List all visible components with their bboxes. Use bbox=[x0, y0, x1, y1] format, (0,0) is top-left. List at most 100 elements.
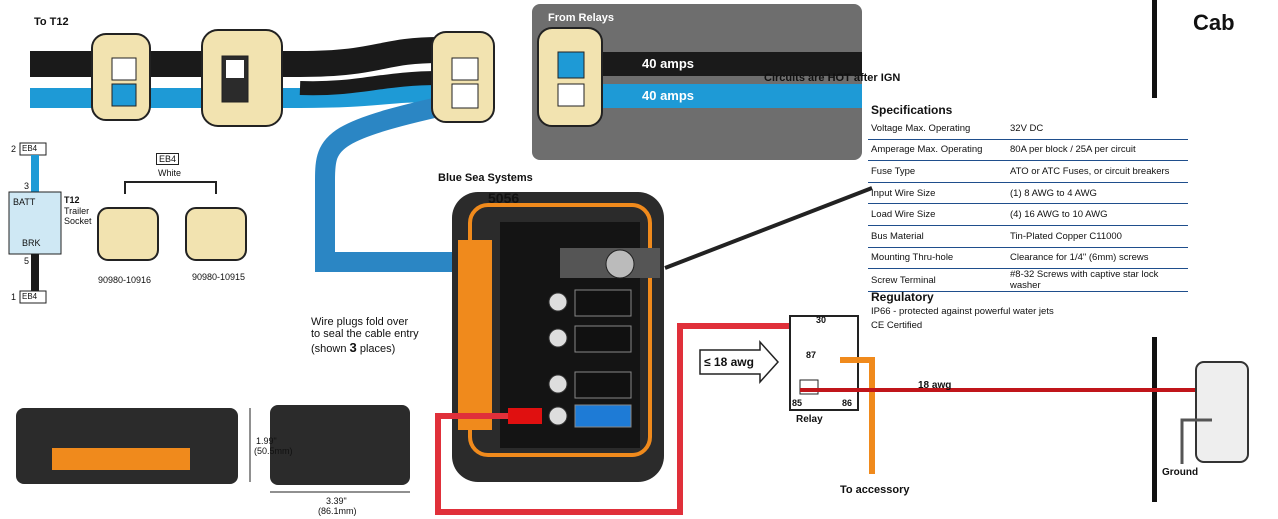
spec-pointer-line bbox=[664, 186, 873, 270]
wire-plugs-line3: (shown 3 places) bbox=[311, 340, 395, 355]
brand-label: Blue Sea Systems bbox=[438, 172, 533, 184]
awg-arrow bbox=[699, 340, 780, 384]
connector-2 bbox=[201, 29, 283, 127]
connector-3 bbox=[431, 31, 495, 123]
t12-label: T12 bbox=[64, 195, 80, 205]
fuse-4 bbox=[574, 404, 632, 428]
amps-top-label: 40 amps bbox=[642, 56, 695, 71]
screw-2 bbox=[548, 328, 568, 348]
spec-key: Load Wire Size bbox=[868, 203, 1007, 226]
red-wire-accessory bbox=[435, 323, 795, 515]
regulatory-line-1: IP66 - protected against powerful water … bbox=[871, 306, 1054, 317]
eb4-box-label: EB4 bbox=[156, 153, 180, 165]
red-wire-sleeve bbox=[508, 408, 542, 424]
harness-black-wire bbox=[30, 37, 441, 77]
eb4-top-label: EB4 bbox=[22, 144, 38, 153]
part-right-label: 90980-10915 bbox=[192, 272, 246, 282]
wire-plugs-line1: Wire plugs fold over bbox=[311, 316, 409, 328]
wire-plugs-line2: to seal the cable entry bbox=[311, 328, 419, 340]
stud-terminal bbox=[605, 249, 635, 279]
socket-label: Socket bbox=[64, 216, 92, 226]
spec-key: Amperage Max. Operating bbox=[868, 139, 1007, 162]
spec-key: Voltage Max. Operating bbox=[868, 118, 1007, 140]
dim-width-label: 3.39" bbox=[326, 496, 347, 506]
harness-blue-wire bbox=[30, 82, 441, 108]
dim-width-mm-label: (86.1mm) bbox=[318, 506, 357, 516]
screw-3 bbox=[548, 374, 568, 394]
relay-blue-wire bbox=[600, 84, 862, 108]
dim-height-mm-label: (50.5mm) bbox=[254, 446, 293, 456]
ground-wire bbox=[1180, 418, 1212, 464]
spec-row: Screw Terminal#8-32 Screws with captive … bbox=[868, 268, 1188, 293]
relay-panel bbox=[532, 4, 862, 160]
spec-key: Input Wire Size bbox=[868, 182, 1007, 205]
spec-value: #8-32 Screws with captive star lock wash… bbox=[1007, 268, 1188, 293]
relay-pin-86: 86 bbox=[842, 398, 853, 408]
relay-awg-label: ≤ 18 awg bbox=[704, 355, 754, 369]
side-view-orange bbox=[52, 448, 190, 470]
eb4-connector-right bbox=[185, 207, 247, 261]
t12-box bbox=[8, 191, 62, 255]
relay-black-wire bbox=[600, 52, 862, 76]
end-view bbox=[270, 405, 410, 485]
relay-pin-85: 85 bbox=[792, 398, 803, 408]
pin5-label: 5 bbox=[24, 256, 30, 266]
orange-wire bbox=[840, 357, 875, 474]
screw-4 bbox=[548, 406, 568, 426]
pin1-label: 1 bbox=[11, 292, 17, 302]
eb4-bracket bbox=[124, 181, 217, 194]
fuse-2 bbox=[574, 325, 632, 353]
spec-key: Screw Terminal bbox=[868, 268, 1007, 293]
fuse-3 bbox=[574, 371, 632, 399]
spec-row: Input Wire Size(1) 8 AWG to 4 AWG bbox=[868, 182, 1188, 205]
circuits-hot-label: Circuits are HOT after IGN bbox=[764, 72, 901, 84]
spec-value: 32V DC bbox=[1007, 118, 1188, 140]
eb4-connector-left bbox=[97, 207, 159, 261]
part-left-label: 90980-10916 bbox=[98, 275, 152, 285]
connector-1 bbox=[91, 33, 151, 121]
switch-box bbox=[1195, 361, 1249, 463]
relay-pin-87: 87 bbox=[806, 350, 817, 360]
wire-plugs-count: 3 bbox=[349, 340, 357, 355]
relay-pin-30: 30 bbox=[816, 315, 827, 325]
model-label: 5056 bbox=[488, 190, 520, 206]
spec-value: 80A per block / 25A per circuit bbox=[1007, 139, 1188, 162]
spec-value: (1) 8 AWG to 4 AWG bbox=[1007, 182, 1188, 205]
spec-key: Mounting Thru-hole bbox=[868, 247, 1007, 270]
pin3-label: 3 bbox=[24, 181, 30, 191]
wire-plugs-line3c: places) bbox=[356, 343, 396, 355]
amps-bottom-label: 40 amps bbox=[642, 88, 695, 103]
wire-entry-strip bbox=[458, 240, 492, 430]
regulatory-line-2: CE Certified bbox=[871, 320, 923, 331]
batt-label: BATT bbox=[13, 197, 36, 207]
to-t12-label: To T12 bbox=[34, 16, 69, 28]
ground-label: Ground bbox=[1162, 467, 1199, 478]
fuse-block bbox=[452, 192, 664, 482]
side-view bbox=[16, 408, 238, 484]
screw-1 bbox=[548, 292, 568, 312]
feed-blue-wire bbox=[315, 90, 560, 272]
white-label: White bbox=[158, 168, 182, 178]
cab-divider bbox=[1152, 0, 1157, 98]
eb4-bottom-label: EB4 bbox=[22, 292, 38, 301]
spec-value: ATO or ATC Fuses, or circuit breakers bbox=[1007, 160, 1188, 183]
dim-height-label: 1.99" bbox=[256, 436, 277, 446]
pin2-label: 2 bbox=[11, 144, 17, 154]
relay-label: Relay bbox=[796, 414, 823, 425]
spec-key: Bus Material bbox=[868, 225, 1007, 248]
trailer-label: Trailer bbox=[64, 206, 90, 216]
eb4-bottom-tag bbox=[19, 290, 47, 304]
spec-value: Tin-Plated Copper C11000 bbox=[1007, 225, 1188, 248]
from-relays-label: From Relays bbox=[548, 12, 615, 24]
wire-plugs-line3a: (shown bbox=[311, 343, 350, 355]
harness-black-wire-2 bbox=[299, 71, 441, 96]
regulatory-title: Regulatory bbox=[871, 290, 934, 304]
connector-4 bbox=[537, 27, 603, 127]
